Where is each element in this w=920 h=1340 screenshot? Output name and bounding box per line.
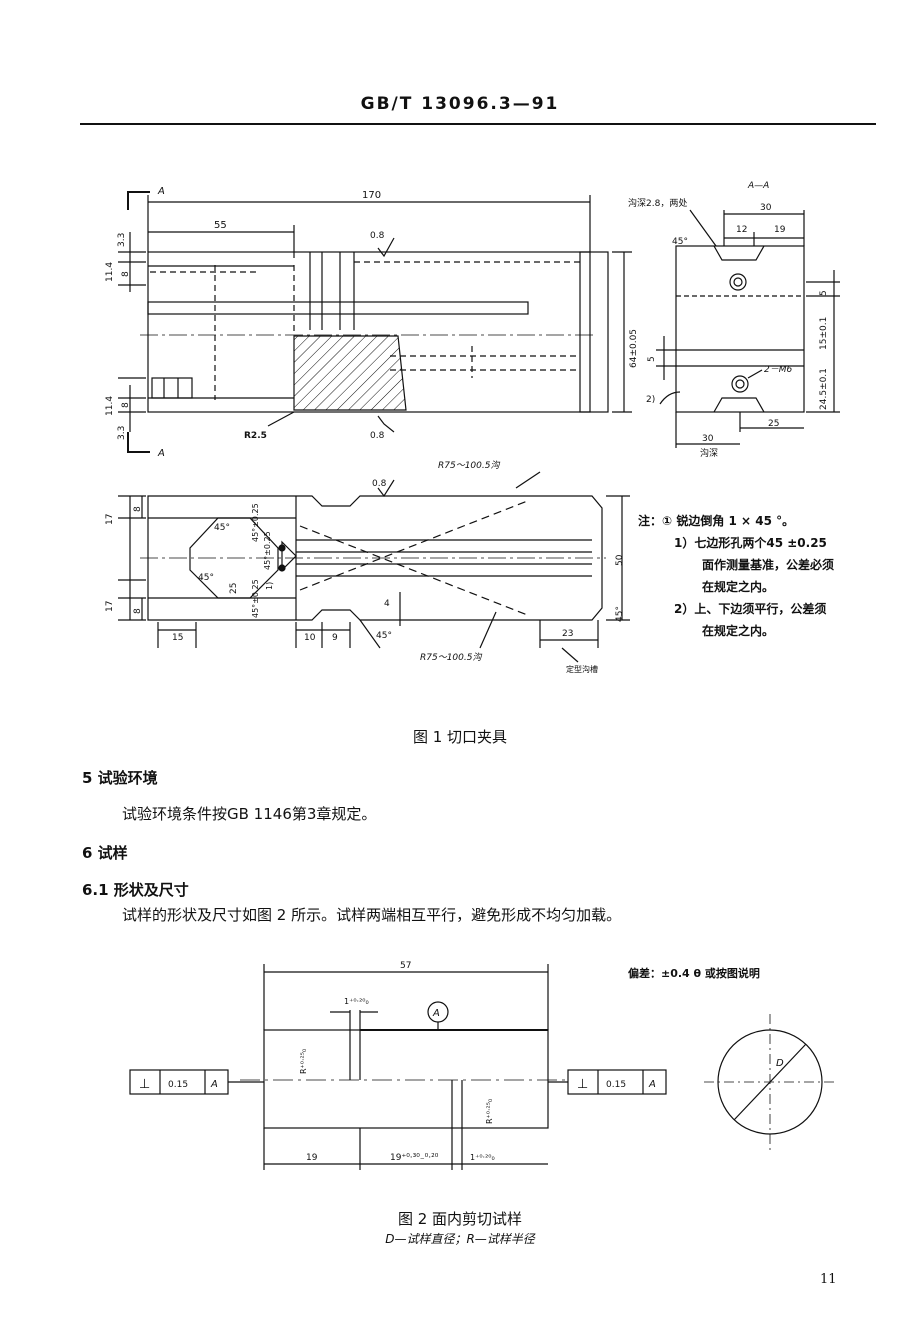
aa-dim-15: 15±0.1 bbox=[819, 317, 829, 350]
mark-1: 1) bbox=[265, 582, 274, 590]
angle-tol-1: 45°±0.25 bbox=[251, 503, 260, 542]
dim-11.4-top: 11.4 bbox=[105, 262, 115, 282]
bottom-dim-8-top: 8 bbox=[133, 506, 143, 512]
figure-1-caption: 图 1 切口夹具 bbox=[412, 728, 508, 746]
aa-dim-30-bottom: 30 bbox=[702, 434, 714, 444]
groove-depth-note: 沟深2.8，两处 bbox=[628, 197, 687, 209]
bottom-dim-25: 25 bbox=[229, 583, 239, 594]
note-title: 注：① 锐边倒角 1 × 45 °。 bbox=[638, 514, 795, 528]
fig2-dim-19-mid: 19⁺⁰·³⁰₋⁰·²⁰ bbox=[390, 1153, 439, 1163]
note-2b: 在规定之内。 bbox=[702, 624, 775, 638]
fig2-datum-a: A bbox=[432, 1008, 440, 1019]
aa-angle-45: 45° bbox=[672, 237, 688, 247]
section-6-title: 6 试样 bbox=[82, 844, 128, 862]
angle-tol-3: 45°±0.25 bbox=[263, 531, 272, 570]
fcf-right-value: 0.15 bbox=[606, 1080, 626, 1090]
fig2-slot-bottom: 1⁺⁰·²⁰₀ bbox=[470, 1153, 495, 1162]
fig2-slot-top: 1⁺⁰·²⁰₀ bbox=[344, 997, 369, 1006]
angle-45-top-left: 45° bbox=[214, 523, 230, 533]
note-2a: 2）上、下边须平行，公差须 bbox=[674, 602, 827, 616]
note-1b: 面作测量基准，公差必须 bbox=[702, 558, 835, 572]
fig2-dim-57: 57 bbox=[400, 961, 411, 971]
dim-64: 64±0.05 bbox=[629, 329, 639, 368]
tolerance-note: 偏差：±0.4 θ 或按图说明 bbox=[628, 967, 760, 980]
angle-tol-2: 45°±0.25 bbox=[251, 579, 260, 618]
radius-r2.5: R2.5 bbox=[244, 431, 267, 441]
figure-2-drawing: 57 1⁺⁰·²⁰₀ A R⁺⁰·²⁵₀ R⁺⁰·²⁵₀ 19 19⁺⁰·³⁰₋… bbox=[129, 961, 836, 1170]
bottom-dim-23: 23 bbox=[562, 629, 573, 639]
aa-dim-30: 30 bbox=[760, 203, 772, 213]
dim-8-bottom: 8 bbox=[121, 402, 131, 408]
angle-45-right: 45° bbox=[615, 606, 625, 622]
fcf-left-value: 0.15 bbox=[168, 1080, 188, 1090]
section-5-title: 5 试验环境 bbox=[82, 769, 158, 787]
figure-2-legend: D—试样直径；R—试样半径 bbox=[385, 1232, 535, 1246]
section-5-text: 试验环境条件按GB 1146第3章规定。 bbox=[122, 805, 377, 823]
note-1c: 在规定之内。 bbox=[702, 580, 775, 594]
fcf-right-datum: A bbox=[648, 1079, 656, 1090]
fig2-r-right: R⁺⁰·²⁵₀ bbox=[485, 1099, 494, 1124]
angle-45-bottom: 45° bbox=[376, 631, 392, 641]
section-6-1-title: 6.1 形状及尺寸 bbox=[82, 881, 189, 899]
dim-3.3-top: 3.3 bbox=[117, 233, 127, 247]
section-mark-bottom: A bbox=[157, 448, 165, 459]
bottom-dim-8-bottom: 8 bbox=[133, 608, 143, 614]
bottom-dim-50: 50 bbox=[615, 554, 625, 566]
figure-1-notes: 注：① 锐边倒角 1 × 45 °。 1）七边形孔两个45 ±0.25 面作测量… bbox=[638, 510, 908, 642]
header-rule bbox=[80, 123, 876, 125]
roughness-top: 0.8 bbox=[370, 231, 385, 241]
aa-dim-24.5: 24.5±0.1 bbox=[819, 368, 829, 410]
section-aa-title: A—A bbox=[747, 181, 769, 191]
bottom-dim-17-bottom: 17 bbox=[105, 601, 115, 612]
dim-8-top: 8 bbox=[121, 271, 131, 277]
note-1a: 1）七边形孔两个45 ±0.25 bbox=[674, 536, 827, 550]
figure-2-caption: 图 2 面内剪切试样 bbox=[397, 1210, 523, 1228]
fcf-right-symbol: ⊥ bbox=[577, 1077, 588, 1092]
fcf-left-datum: A bbox=[210, 1079, 218, 1090]
dim-11.4-bottom: 11.4 bbox=[105, 396, 115, 416]
aa-note-2: 2) bbox=[646, 395, 655, 405]
r75-label-top: R75～100.5沟 bbox=[438, 460, 500, 471]
aa-dim-25: 25 bbox=[768, 419, 779, 429]
fig2-r-left: R⁺⁰·²⁵₀ bbox=[299, 1049, 308, 1074]
aa-dim-5-left: 5 bbox=[647, 356, 657, 362]
aa-dim-12: 12 bbox=[736, 225, 747, 235]
section-mark-top: A bbox=[157, 186, 165, 197]
aa-dim-5-right: 5 bbox=[819, 290, 829, 296]
bottom-dim-4: 4 bbox=[384, 599, 390, 609]
roughness-bottom-view: 0.8 bbox=[372, 479, 387, 489]
dim-55: 55 bbox=[214, 220, 227, 231]
bottom-dim-10: 10 bbox=[304, 633, 316, 643]
angle-45-mid-left: 45° bbox=[198, 573, 214, 583]
aa-dim-19: 19 bbox=[774, 225, 786, 235]
dim-170: 170 bbox=[362, 190, 381, 201]
aa-thread-m6: 2－M6 bbox=[764, 365, 792, 375]
fcf-left-symbol: ⊥ bbox=[139, 1077, 150, 1092]
dim-3.3-bottom: 3.3 bbox=[117, 426, 127, 440]
fig2-dim-19-left: 19 bbox=[306, 1153, 318, 1163]
bottom-dim-17-top: 17 bbox=[105, 514, 115, 525]
section-6-1-text: 试样的形状及尺寸如图 2 所示。试样两端相互平行，避免形成不均匀加载。 bbox=[122, 906, 622, 924]
aa-groove-depth: 沟深 bbox=[700, 447, 718, 459]
figure-1-drawing: A A 170 55 bbox=[105, 181, 840, 674]
r75-label-bottom: R75～100.5沟 bbox=[420, 652, 482, 663]
bottom-dim-15: 15 bbox=[172, 633, 183, 643]
diameter-d: D bbox=[776, 1058, 784, 1069]
roughness-bottom: 0.8 bbox=[370, 431, 385, 441]
bottom-dim-9: 9 bbox=[332, 633, 338, 643]
page-number: 11 bbox=[820, 1272, 837, 1287]
slot-label: 定型沟槽 bbox=[566, 664, 598, 674]
standard-code: GB/T 13096.3—91 bbox=[360, 94, 560, 114]
